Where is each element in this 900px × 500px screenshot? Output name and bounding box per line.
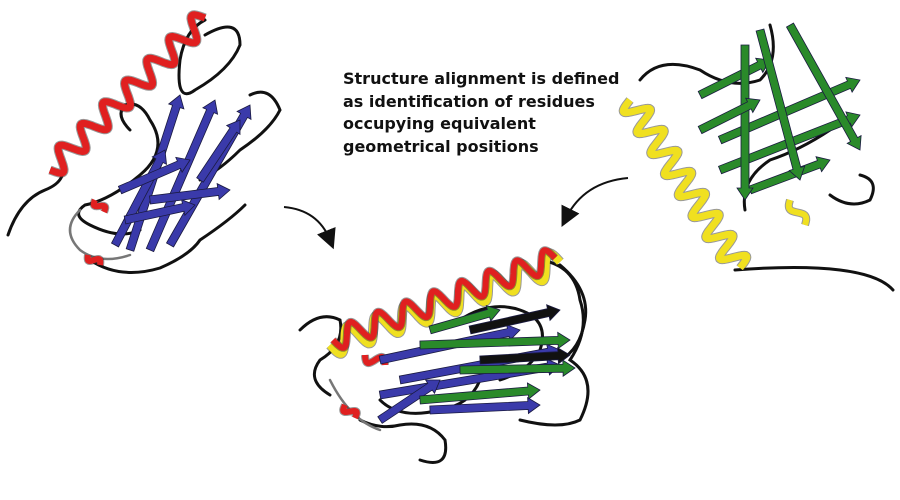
beta-strand	[755, 28, 806, 181]
caption-line: occupying equivalent	[343, 114, 536, 133]
beta-strand	[479, 346, 571, 365]
coil-loop	[638, 23, 775, 85]
beta-strand	[429, 396, 541, 415]
caption-line: geometrical positions	[343, 136, 539, 156]
coil-loop	[88, 203, 247, 274]
beta-strand	[196, 119, 241, 183]
beta-strand	[123, 199, 196, 225]
alpha-helix	[90, 198, 109, 214]
coil-loop	[198, 90, 282, 182]
beta-strand	[468, 304, 561, 335]
beta-strand	[419, 382, 541, 405]
coil-loop	[68, 208, 132, 261]
beta-strand	[748, 156, 831, 195]
alpha-helix	[785, 198, 810, 227]
coil-loop	[828, 173, 875, 206]
alpha-helix	[84, 253, 104, 267]
alpha-helix	[619, 97, 751, 271]
coil-loop	[558, 263, 588, 362]
beta-strand	[377, 379, 441, 424]
beta-strand	[459, 359, 576, 377]
coil-loop	[733, 266, 895, 292]
superposition-structure	[298, 246, 590, 464]
alpha-helix	[330, 247, 558, 351]
beta-strand	[736, 44, 754, 201]
coil-loop	[177, 18, 242, 96]
arrow-right-to-superposition	[561, 177, 629, 227]
alpha-helix	[340, 403, 360, 420]
alpha-helix	[48, 11, 207, 177]
arrow-left-to-superposition	[283, 206, 336, 250]
coil-loop	[358, 418, 448, 464]
protein-structure-2	[618, 22, 895, 292]
beta-strand	[697, 97, 761, 135]
protein-structure-1	[6, 10, 282, 274]
caption-line: Structure alignment is defined	[343, 69, 620, 88]
beta-strand	[697, 57, 771, 100]
beta-strand	[419, 331, 571, 350]
beta-strand	[428, 304, 501, 335]
beta-strand	[149, 182, 231, 205]
beta-strand	[117, 156, 191, 195]
caption-line: as identification of residues	[343, 91, 595, 111]
caption-text: Structure alignment is defined as identi…	[343, 68, 623, 158]
beta-strand	[785, 22, 862, 151]
coil-loop	[328, 378, 382, 432]
